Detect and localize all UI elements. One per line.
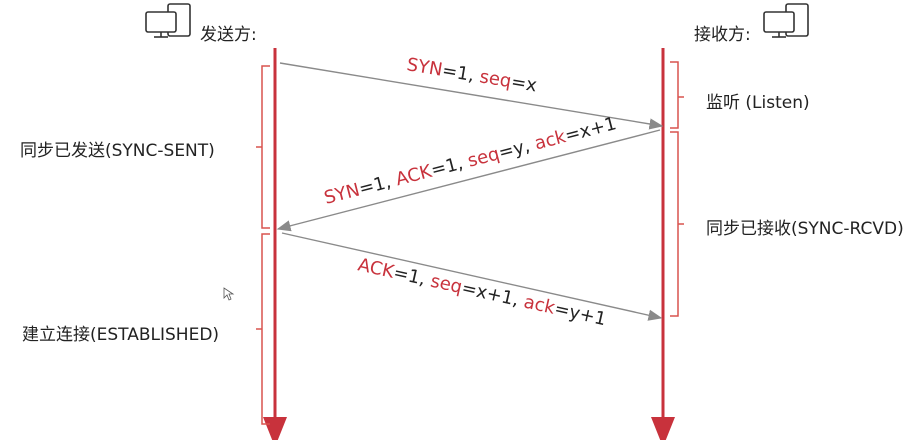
receiver-computer-icon [763, 3, 809, 38]
receiver-bracket-listen [670, 61, 684, 129]
message-2-part: =1, [357, 170, 399, 200]
message-1-label: SYN=1, seq=x [405, 54, 539, 96]
message-1-part: =1, [441, 60, 482, 87]
state-syn-rcvd: 同步已接收(SYNC-RCVD) [706, 219, 904, 239]
message-1-line [279, 62, 664, 130]
message-2-part: =1, [429, 151, 471, 181]
state-listen: 监听 (Listen) [706, 93, 810, 113]
message-1-part: seq [478, 66, 513, 92]
message-1-part: =x [510, 71, 539, 96]
message-3-part: seq [428, 271, 464, 298]
mouse-cursor-icon [223, 287, 235, 301]
message-3-label: ACK=1, seq=x+1, ack=y+1 [356, 254, 608, 330]
sender-bracket-syn-sent [256, 65, 270, 229]
message-2-line [276, 129, 661, 232]
message-3-part: =x+1, [460, 278, 527, 312]
message-3-part: =y+1 [552, 298, 608, 330]
message-3-part: =1, [391, 262, 433, 291]
message-2-label-group: SYN=1, ACK=1, seq=y, ack=x+1 [322, 113, 619, 209]
message-3-label-group: ACK=1, seq=x+1, ack=y+1 [356, 254, 608, 330]
receiver-title: 接收方: [694, 25, 751, 45]
message-3-part: ack [522, 291, 558, 318]
message-2-part: seq [466, 143, 502, 171]
message-1-part: SYN [405, 54, 444, 81]
sender-computer-icon [145, 3, 191, 38]
sender-bracket-established [256, 233, 270, 425]
message-1-label-group: SYN=1, seq=x [405, 54, 539, 96]
message-2-label: SYN=1, ACK=1, seq=y, ack=x+1 [322, 113, 619, 209]
message-3-line [281, 232, 663, 321]
message-2-part: =x+1 [563, 113, 619, 146]
message-3-part: ACK [356, 254, 397, 283]
message-2-part: =y, [496, 134, 537, 164]
receiver-bracket-syn-rcvd [670, 131, 684, 317]
message-2-part: SYN [322, 180, 362, 209]
state-syn-sent: 同步已发送(SYNC-SENT) [20, 141, 215, 161]
sender-title: 发送方: [200, 25, 257, 45]
state-established: 建立连接(ESTABLISHED) [22, 325, 220, 345]
